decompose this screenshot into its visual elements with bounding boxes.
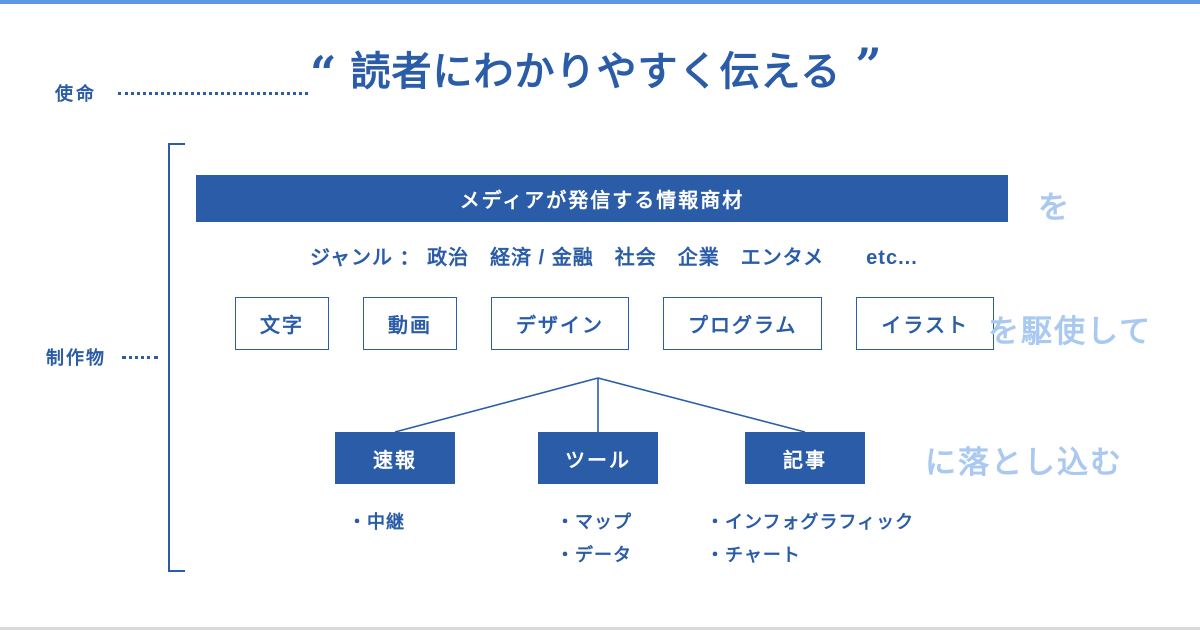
skill-box-video: 動画 xyxy=(363,297,457,350)
branch-connector-lines xyxy=(394,377,806,433)
particle-otoshikomu: に落とし込む xyxy=(925,445,1123,480)
bullet-item: ・データ xyxy=(556,545,632,565)
bullets-breaking-news: ・中継 xyxy=(348,506,405,539)
bottom-edge-strip xyxy=(0,627,1200,630)
output-box-articles: 記事 xyxy=(745,432,865,484)
skill-box-text: 文字 xyxy=(235,297,329,350)
skill-box-illustration: イラスト xyxy=(856,297,995,350)
open-quote-mark: “ xyxy=(310,46,337,100)
media-products-banner: メディアが発信する情報商材 xyxy=(196,175,1008,222)
genre-line: ジャンル ： 政治 経済 / 金融 社会 企業 エンタメ etc... xyxy=(310,247,918,269)
skill-box-design: デザイン xyxy=(491,297,629,350)
bullets-articles: ・インフォグラフィック ・チャート xyxy=(706,506,914,572)
skill-box-program: プログラム xyxy=(663,297,823,350)
works-dotted-leader xyxy=(122,356,158,359)
bullet-item: ・マップ xyxy=(556,512,632,532)
close-quote-mark: ” xyxy=(855,38,882,92)
particle-wo: を xyxy=(1038,190,1071,225)
mission-label: 使命 xyxy=(55,84,97,104)
output-box-breaking-news: 速報 xyxy=(335,432,455,484)
mission-title: 読者にわかりやすく伝える xyxy=(350,50,842,94)
bullet-item: ・チャート xyxy=(706,545,801,565)
mission-dotted-leader xyxy=(118,92,308,95)
mission-title-row: “ 読者にわかりやすく伝える ” xyxy=(310,38,882,100)
top-edge-strip xyxy=(0,0,1200,4)
banner-text: メディアが発信する情報商材 xyxy=(459,190,745,212)
works-label: 制作物 xyxy=(46,348,106,368)
particle-kushishite: を駆使して xyxy=(988,314,1153,349)
skills-row: 文字 動画 デザイン プログラム イラスト xyxy=(235,297,995,350)
bullets-tools: ・マップ ・データ xyxy=(556,506,632,572)
bullet-item: ・中継 xyxy=(348,512,405,532)
bullet-item: ・インフォグラフィック xyxy=(706,512,915,532)
works-bracket xyxy=(168,143,185,572)
output-box-tools: ツール xyxy=(538,432,658,484)
